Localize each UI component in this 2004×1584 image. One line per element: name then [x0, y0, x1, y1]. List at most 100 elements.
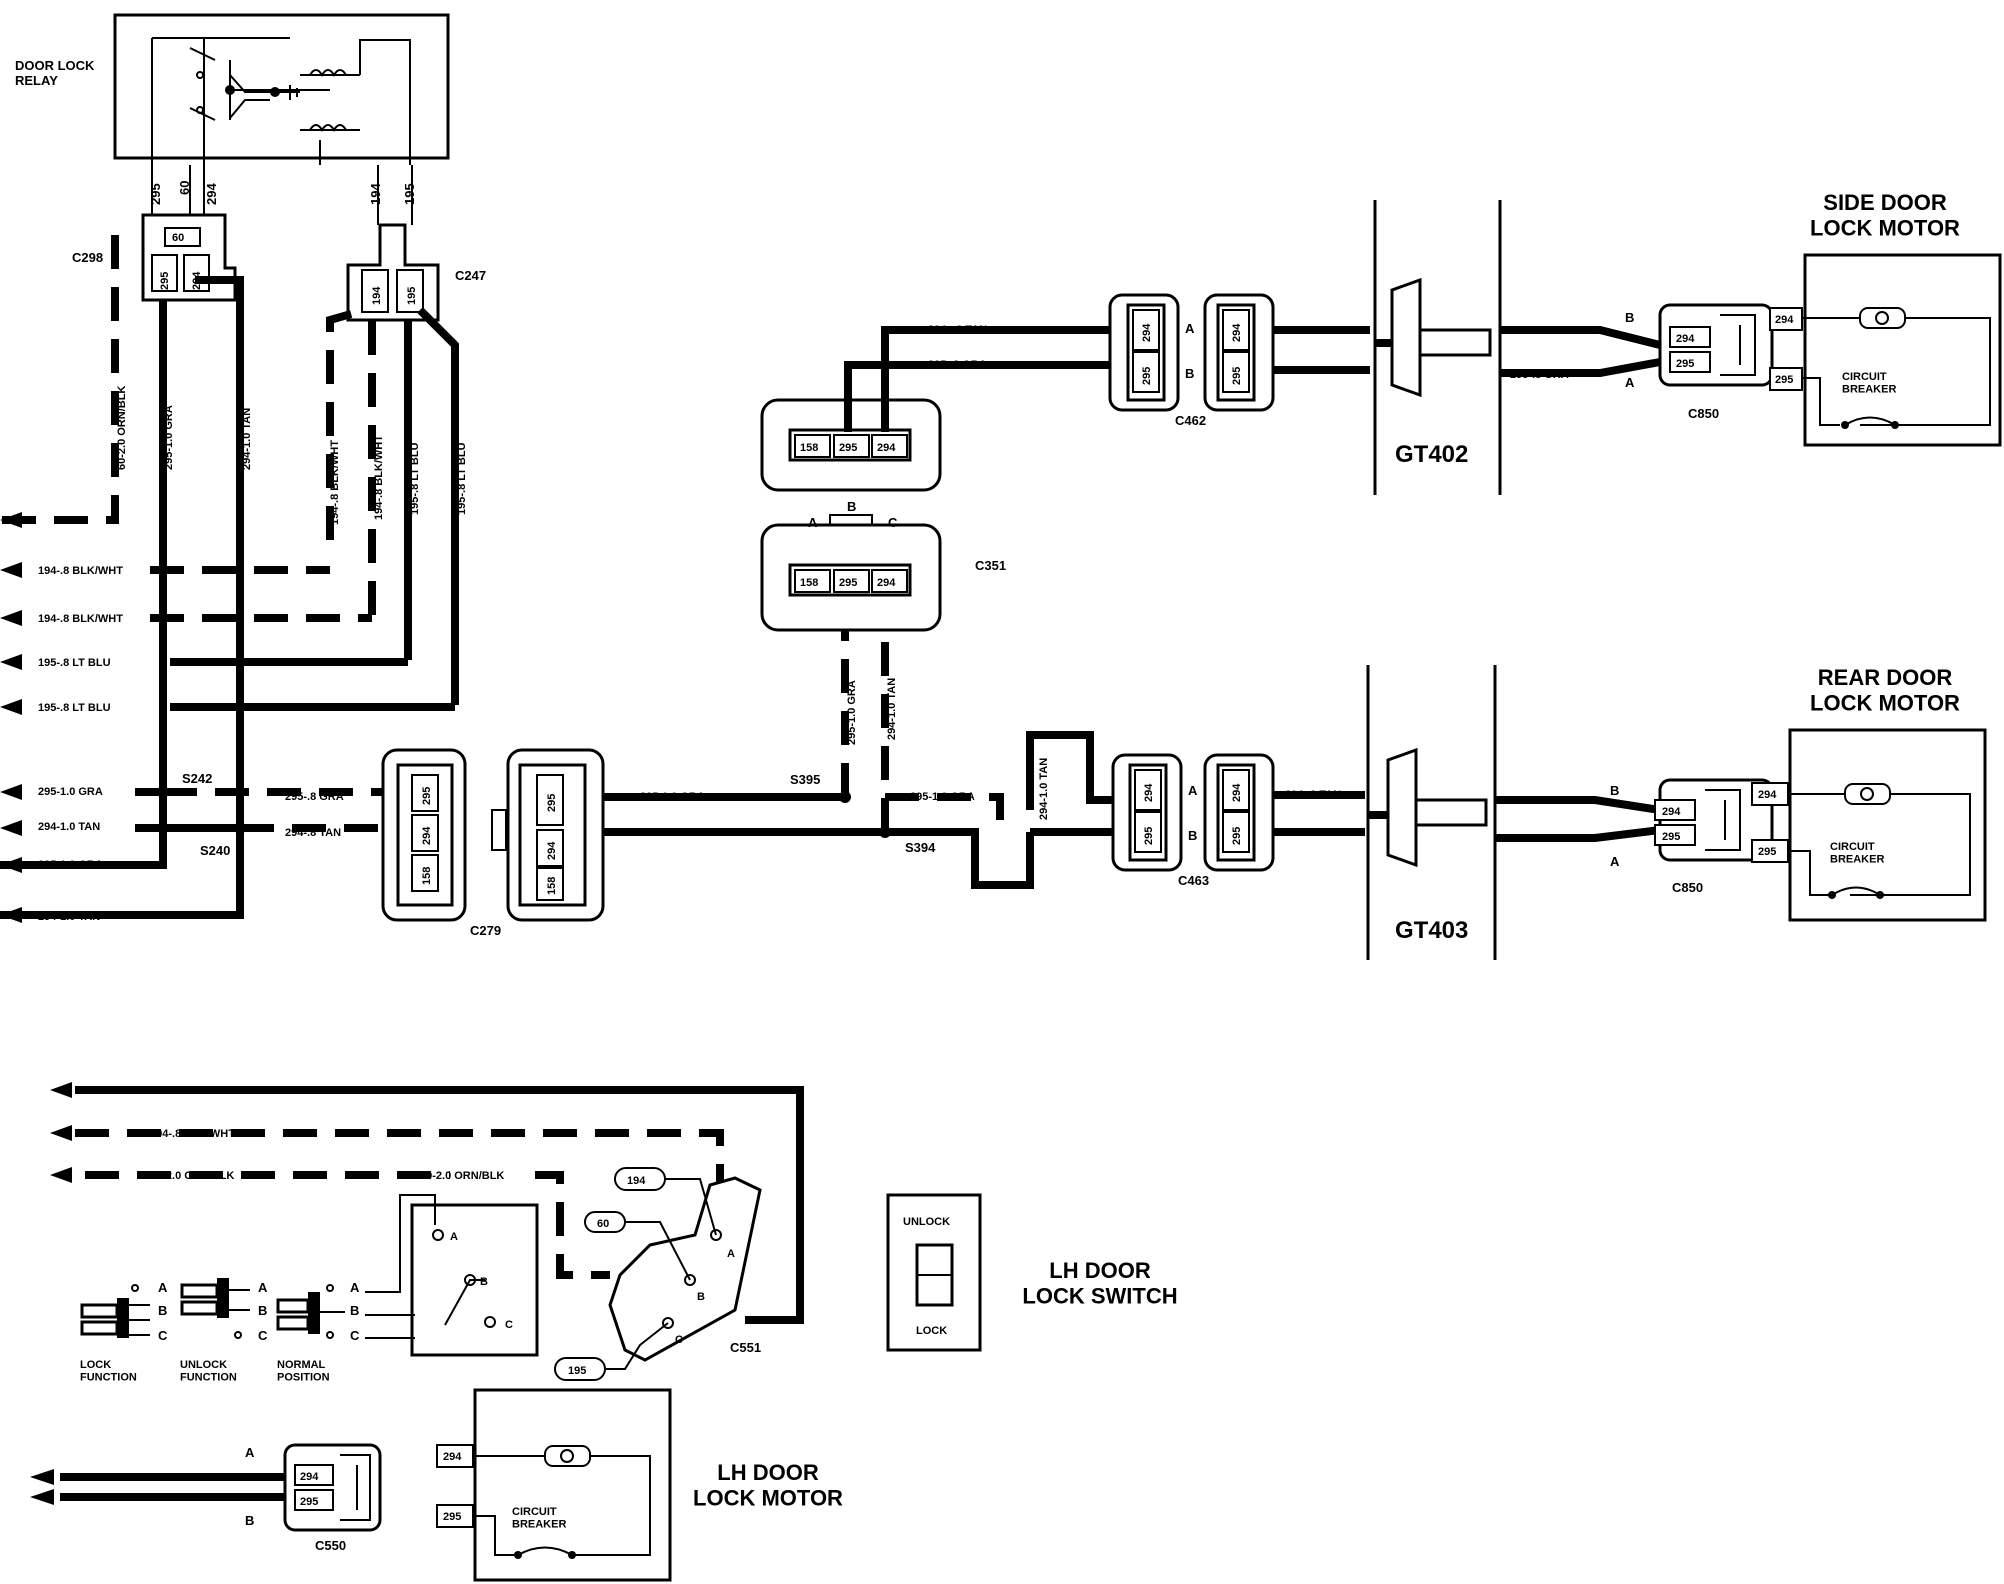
svg-text:194-.8 BLK/WHT: 194-.8 BLK/WHT	[38, 613, 123, 625]
svg-text:A: A	[1610, 854, 1620, 869]
svg-text:B: B	[480, 1276, 488, 1288]
svg-text:158: 158	[421, 867, 433, 885]
svg-text:294: 294	[877, 577, 896, 589]
svg-text:C: C	[258, 1328, 268, 1343]
svg-text:A: A	[158, 1280, 168, 1295]
svg-text:C850: C850	[1672, 880, 1703, 895]
svg-text:294-1.0 TAN: 294-1.0 TAN	[886, 678, 898, 740]
svg-text:60: 60	[172, 232, 184, 244]
svg-text:294-1.0 TAN: 294-1.0 TAN	[1038, 758, 1050, 820]
svg-text:158: 158	[800, 442, 818, 454]
svg-text:B: B	[847, 499, 856, 514]
svg-text:295: 295	[1143, 827, 1155, 845]
svg-text:294-1.0 TAN: 294-1.0 TAN	[38, 911, 100, 923]
svg-text:295: 295	[839, 442, 857, 454]
svg-text:295-.8 GRA: 295-.8 GRA	[928, 359, 987, 371]
svg-text:295-.8 GRA: 295-.8 GRA	[1285, 827, 1344, 839]
svg-text:295: 295	[1676, 358, 1694, 370]
svg-text:295: 295	[148, 183, 163, 205]
svg-text:A: A	[450, 1231, 458, 1243]
svg-text:294: 294	[1758, 789, 1777, 801]
svg-text:C: C	[158, 1328, 168, 1343]
svg-text:295-.8 GRA: 295-.8 GRA	[1508, 833, 1567, 845]
svg-text:294-.8 TAN: 294-.8 TAN	[1510, 325, 1566, 337]
svg-text:S240: S240	[200, 843, 230, 858]
svg-text:295-1.0 GRA: 295-1.0 GRA	[38, 786, 103, 798]
svg-text:GT403: GT403	[1395, 917, 1468, 944]
svg-text:295: 295	[300, 1496, 318, 1508]
svg-text:195-.8 LT BLU: 195-.8 LT BLU	[660, 1085, 733, 1097]
svg-text:295-1.0 GRA: 295-1.0 GRA	[163, 405, 175, 470]
lh-door-switch-schematic: A B C	[365, 1194, 539, 1357]
svg-text:294: 294	[1231, 323, 1243, 342]
connector-c247: 194 195 C247	[346, 223, 486, 322]
svg-text:A: A	[1625, 375, 1635, 390]
left-arrows	[0, 512, 22, 923]
svg-text:158: 158	[546, 877, 558, 895]
c298-label: C298	[72, 250, 103, 265]
svg-text:294: 294	[300, 1471, 319, 1483]
svg-text:294-.8 TAN: 294-.8 TAN	[1285, 789, 1341, 801]
svg-text:195-.8 LT BLU: 195-.8 LT BLU	[456, 442, 468, 515]
svg-text:A: A	[245, 1445, 255, 1460]
svg-text:194-.8 BLK/WHT: 194-.8 BLK/WHT	[38, 565, 123, 577]
svg-text:60-2.0 ORN/BLK: 60-2.0 ORN/BLK	[150, 1170, 234, 1182]
svg-text:294: 294	[1141, 323, 1153, 342]
svg-text:295-.8 GRA: 295-.8 GRA	[1510, 369, 1569, 381]
svg-text:294-..8 TAN: 294-..8 TAN	[928, 324, 987, 336]
svg-text:295: 295	[1775, 374, 1793, 386]
svg-text:194-.8 BLK/WHT: 194-.8 BLK/WHT	[150, 1128, 235, 1140]
svg-text:C: C	[505, 1319, 513, 1331]
svg-text:295-.8 GRA: 295-.8 GRA	[1285, 365, 1344, 377]
svg-text:294: 294	[1676, 333, 1695, 345]
svg-text:195-.8 LT BLU: 195-.8 LT BLU	[38, 657, 111, 669]
svg-text:195: 195	[568, 1365, 586, 1377]
svg-text:60: 60	[177, 181, 192, 195]
grommet-gt403: GT403	[1366, 665, 1497, 960]
svg-text:295: 295	[443, 1511, 461, 1523]
svg-text:295-1.0 GRA: 295-1.0 GRA	[846, 680, 858, 745]
svg-text:194-.8 BLK/WHT: 194-.8 BLK/WHT	[373, 435, 385, 520]
svg-text:194: 194	[627, 1175, 646, 1187]
svg-text:295: 295	[1141, 367, 1153, 385]
svg-text:295: 295	[421, 787, 433, 805]
svg-text:UNLOCK: UNLOCK	[903, 1216, 950, 1228]
svg-text:B: B	[1625, 310, 1634, 325]
svg-text:295: 295	[839, 577, 857, 589]
svg-text:295-1.0 GRA: 295-1.0 GRA	[38, 859, 103, 871]
svg-text:A: A	[350, 1280, 360, 1295]
svg-text:195: 195	[406, 287, 418, 305]
svg-text:B: B	[158, 1303, 167, 1318]
svg-text:S242: S242	[182, 771, 212, 786]
connector-c351: 158 295 294 158 295 294 A B C C351	[760, 398, 1006, 632]
grommet-gt402: GT402	[1373, 200, 1502, 495]
svg-text:B: B	[258, 1303, 267, 1318]
svg-text:GT402: GT402	[1395, 441, 1468, 468]
svg-text:B: B	[245, 1513, 254, 1528]
svg-text:C351: C351	[975, 558, 1006, 573]
svg-text:294-1.0 TAN: 294-1.0 TAN	[241, 408, 253, 470]
svg-text:294: 294	[1231, 783, 1243, 802]
svg-text:294: 294	[204, 183, 219, 205]
svg-text:C279: C279	[470, 923, 501, 938]
svg-text:294-1.0 TAN: 294-1.0 TAN	[130, 1472, 192, 1484]
svg-text:C: C	[350, 1328, 360, 1343]
svg-text:295: 295	[546, 794, 558, 812]
svg-text:S394: S394	[905, 840, 936, 855]
svg-text:194: 194	[371, 286, 383, 305]
svg-text:294: 294	[1143, 783, 1155, 802]
svg-text:195: 195	[402, 183, 417, 205]
